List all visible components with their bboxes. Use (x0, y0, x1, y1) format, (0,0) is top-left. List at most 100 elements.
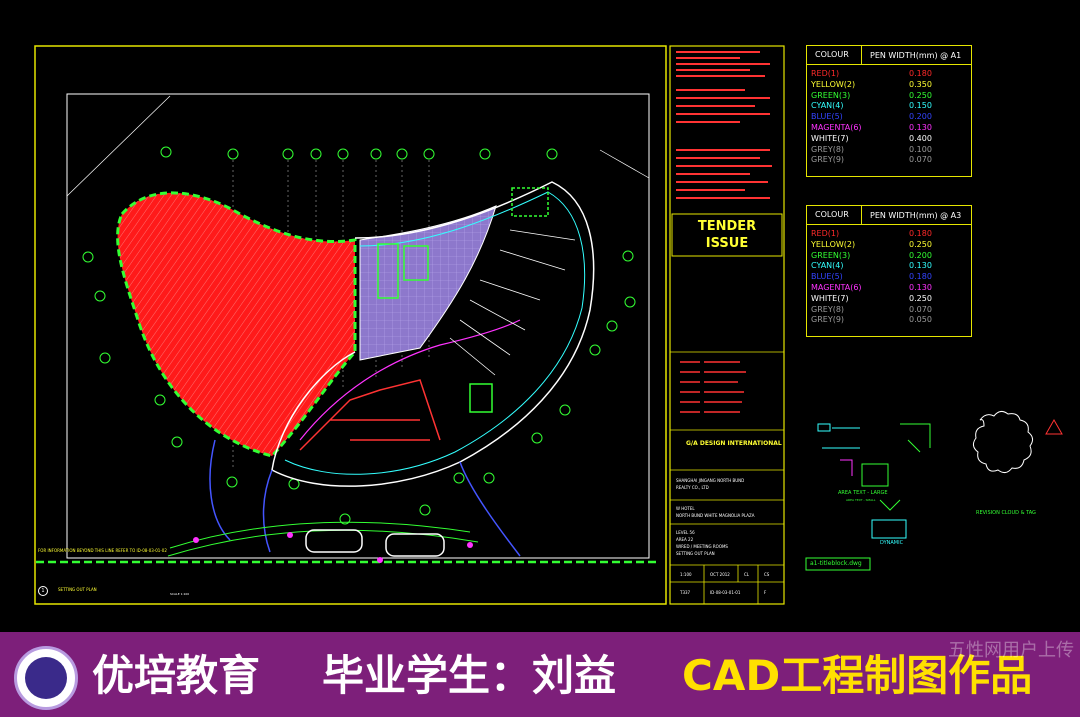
radial-walls (449, 229, 576, 376)
colour-name: RED(1) (811, 229, 840, 238)
colour-name: CYAN(4) (811, 261, 844, 271)
pen-value: 0.130 (909, 261, 932, 271)
pen-value: 0.400 (909, 133, 932, 143)
drawn-value: CL (744, 572, 750, 577)
pen-value: 0.180 (909, 229, 932, 238)
colour-header: COLOUR (807, 206, 862, 224)
floor-plan-drawing[interactable] (0, 0, 1080, 632)
plan-note: FOR INFORMATION BEYOND THIS LINE REFER T… (38, 548, 167, 553)
pen-value: 0.100 (909, 144, 932, 154)
pen-width-header: PEN WIDTH(mm) @ A3 (870, 210, 962, 220)
building-outline-cyan (284, 191, 586, 475)
colour-name: RED(1) (811, 69, 840, 78)
pen-value: 0.250 (909, 239, 932, 249)
colour-name: WHITE(7) (811, 133, 849, 143)
colour-name: GREEN(3) (811, 250, 851, 260)
checked-value: CS (764, 572, 770, 577)
reference-line (599, 149, 650, 179)
client-line-2: REALTY CO., LTD (676, 485, 709, 490)
colour-name: GREY(9) (811, 315, 845, 325)
viewport-frame (66, 93, 650, 559)
magenta-markers (193, 532, 473, 563)
cad-works-title: CAD工程制图作品 (682, 651, 1033, 700)
revision-tag (1045, 418, 1063, 435)
client-line-1: SHANGHAI JINGANG NORTH BUND (676, 478, 745, 483)
tender-issue-label: TENDER ISSUE (672, 218, 782, 252)
title-block-frame (669, 45, 785, 605)
pen-value: 0.180 (909, 272, 932, 282)
scale-value: 1:100 (680, 572, 692, 577)
hatched-red-zone (116, 191, 357, 458)
revision-cloud-label: REVISION CLOUD & TAG (976, 510, 1036, 516)
building-outline-outer (271, 181, 595, 487)
tender-box (671, 213, 783, 257)
revision-cloud (972, 410, 1034, 474)
green-fixtures (377, 187, 549, 413)
pen-value: 0.130 (909, 282, 932, 292)
tender-line-1: TENDER (697, 219, 757, 234)
colour-name: YELLOW(2) (811, 79, 856, 89)
plan-caption: SETTING OUT PLAN (58, 587, 97, 592)
pen-value: 0.250 (909, 293, 932, 303)
colour-name: YELLOW(2) (811, 239, 856, 249)
colour-name: GREY(8) (811, 304, 845, 314)
landscape-curve-green (167, 521, 479, 557)
grid-bubbles-top (82, 146, 636, 525)
colour-name: MAGENTA(6) (811, 282, 862, 292)
project-line-1: W HOTEL (676, 506, 695, 511)
legend-symbols (817, 423, 931, 539)
pen-value: 0.150 (909, 101, 932, 111)
block-file-box (805, 557, 871, 571)
sheet-border (34, 45, 667, 605)
pen-value: 0.050 (909, 315, 932, 325)
room-partitions (299, 379, 441, 451)
pen-value: 0.070 (909, 304, 932, 314)
landscape-curve-blue (209, 439, 521, 557)
colour-name: BLUE(5) (811, 112, 843, 122)
drawing-line-3: WIRED / MEETING ROOMS (676, 544, 728, 549)
colour-name: GREY(8) (811, 144, 845, 154)
drawing-line-2: AREA 22 (676, 537, 694, 542)
revision-value: F (764, 590, 767, 595)
red-general-notes (676, 51, 772, 199)
pen-value: 0.250 (909, 90, 932, 100)
colour-name: GREEN(3) (811, 90, 851, 100)
date-value: OCT 2012 (710, 572, 730, 577)
pen-value: 0.200 (909, 112, 932, 122)
logo-emblem-icon (25, 657, 67, 699)
job-value: T337 (680, 590, 691, 595)
colour-name: MAGENTA(6) (811, 122, 862, 132)
vehicle-blocks (305, 529, 445, 557)
pen-value: 0.070 (909, 155, 932, 165)
pen-width-table-a1: COLOUR PEN WIDTH(mm) @ A1 RED(1) YELLOW(… (806, 45, 972, 177)
organization-name: 优培教育 (92, 651, 261, 700)
colour-name: WHITE(7) (811, 293, 849, 303)
revision-table-lines (680, 361, 746, 413)
cad-drawing-canvas[interactable]: TENDER ISSUE G/A DESIGN INTERNATIONAL SH… (0, 0, 1080, 632)
upload-watermark: 五性网用户上传 (948, 640, 1074, 661)
reference-line (66, 95, 171, 197)
pen-value: 0.130 (909, 122, 932, 132)
drawing-number: ID-08-03-01-01 (710, 590, 741, 595)
colour-header: COLOUR (807, 46, 862, 64)
pen-width-header: PEN WIDTH(mm) @ A1 (870, 50, 962, 60)
caption-number: 1 (38, 586, 48, 596)
firm-name: G/A DESIGN INTERNATIONAL (686, 440, 782, 447)
promo-banner: 优培教育 毕业学生：刘益 CAD工程制图作品 五性网用户上传 (0, 632, 1080, 717)
area-text-small-label: AREA TEXT - SMALL (846, 498, 876, 502)
drawing-line-1: LEVEL 56 (676, 530, 695, 535)
school-logo (14, 646, 78, 710)
pen-width-table-a3: COLOUR PEN WIDTH(mm) @ A3 RED(1) YELLOW(… (806, 205, 972, 337)
pen-value: 0.200 (909, 250, 932, 260)
colour-name: BLUE(5) (811, 272, 843, 282)
area-text-label: AREA TEXT - LARGE (838, 490, 888, 496)
title-block-dividers (670, 351, 784, 604)
drawing-line-4: SETTING OUT PLAN (676, 551, 715, 556)
project-line-2: NORTH BUND WHITE MAGNOLIA PLAZA (676, 513, 755, 518)
block-file-label: a1-titleblock.dwg (810, 560, 862, 567)
pen-value: 0.350 (909, 79, 932, 89)
dynamic-label: DYNAMIC (880, 540, 904, 546)
colour-name: GREY(9) (811, 155, 845, 165)
corridor-arc (299, 319, 521, 441)
pen-value: 0.180 (909, 69, 932, 78)
